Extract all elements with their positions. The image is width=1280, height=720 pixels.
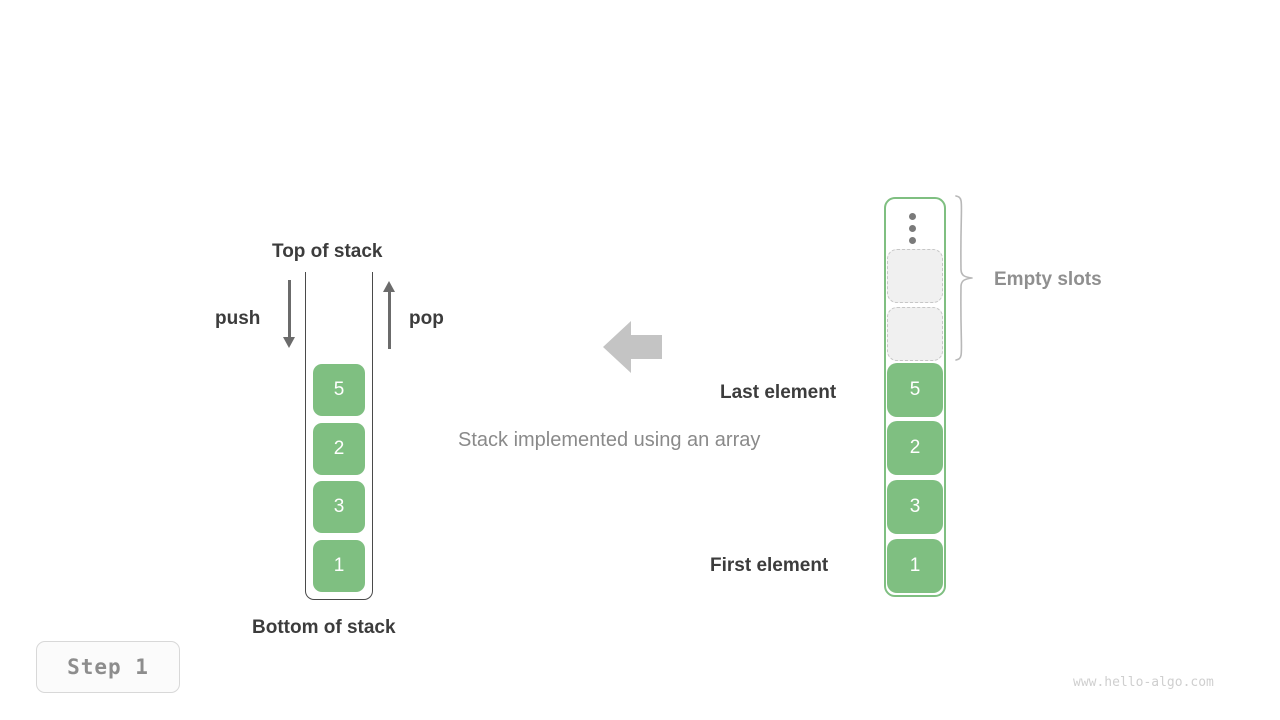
bottom-of-stack-label: Bottom of stack	[252, 617, 396, 638]
curly-brace-icon	[955, 195, 973, 361]
array-empty-slot	[887, 307, 943, 361]
stack-cell: 3	[313, 481, 365, 533]
array-container	[884, 197, 946, 597]
stack-cell: 2	[313, 423, 365, 475]
array-empty-slot	[887, 249, 943, 303]
push-label: push	[215, 308, 261, 329]
stack-cell: 5	[313, 364, 365, 416]
top-of-stack-label: Top of stack	[272, 241, 383, 262]
watermark: www.hello-algo.com	[1073, 675, 1214, 690]
stack-container	[305, 272, 373, 600]
stack-cell: 1	[313, 540, 365, 592]
array-cell: 2	[887, 421, 943, 475]
pop-label: pop	[409, 308, 444, 329]
array-cell: 3	[887, 480, 943, 534]
array-cell: 5	[887, 363, 943, 417]
empty-slots-label: Empty slots	[994, 269, 1102, 290]
array-cell: 1	[887, 539, 943, 593]
first-element-label: First element	[710, 555, 829, 576]
arrow-left-icon	[603, 321, 662, 373]
vertical-ellipsis-icon	[909, 213, 918, 245]
figure-caption: Stack implemented using an array	[458, 429, 761, 451]
last-element-label: Last element	[720, 382, 837, 403]
step-badge: Step 1	[36, 641, 180, 693]
